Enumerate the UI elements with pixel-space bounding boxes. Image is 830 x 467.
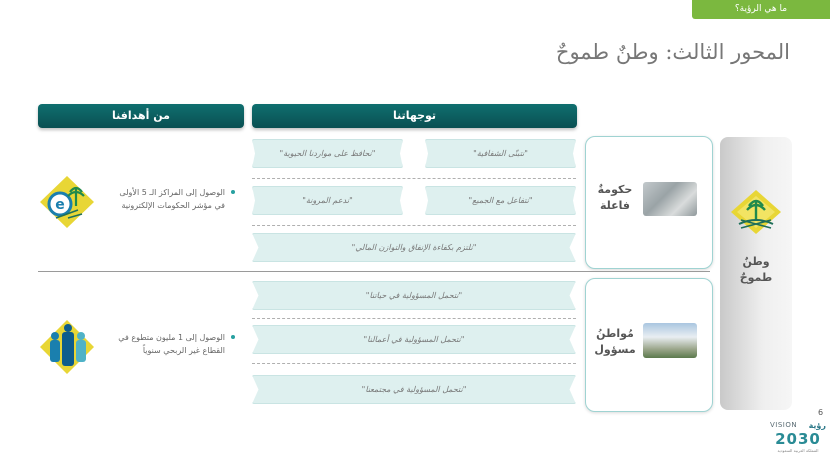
dashed-divider — [252, 318, 576, 319]
logo-vision-text: VISION — [770, 421, 798, 429]
goal-bullet — [231, 335, 235, 339]
direction-pill: "نتفاعل مع الجميع" — [425, 186, 576, 215]
saudi-emblem-icon — [727, 186, 785, 238]
svg-text:e: e — [55, 197, 65, 213]
dashed-divider — [252, 178, 576, 179]
logo-year: 2030 — [775, 430, 821, 448]
e-government-icon: e — [38, 174, 96, 230]
goal-bullet — [231, 190, 235, 194]
responsible-citizen-label: مُواطنُ مسؤول — [592, 326, 638, 358]
pillar-label-line1: وطنٌ — [742, 255, 770, 268]
directions-header: توجهاتنا — [252, 104, 577, 128]
goal-text: الوصول إلى 1 مليون متطوع في القطاع غير ا… — [118, 333, 225, 355]
direction-pill: "نحافظ على مواردنا الحيوية" — [252, 139, 403, 168]
card-label-line1: حكومةٌ — [597, 183, 633, 196]
volunteers-icon — [38, 318, 96, 376]
city-photo — [643, 182, 697, 216]
direction-pill: "نتحمل المسؤولية في مجتمعنا" — [252, 375, 576, 404]
logo-arabic-text: رؤية — [808, 420, 826, 430]
page-title: المحور الثالث: وطنٌ طموحٌ — [555, 40, 790, 64]
dashed-divider — [252, 225, 576, 226]
logo-subtitle: المملكة العربية السعودية — [777, 448, 819, 453]
vision-2030-logo: VISION رؤية 2030 المملكة العربية السعودي… — [770, 420, 826, 464]
direction-pill: "نتبنّى الشفافية" — [425, 139, 576, 168]
mosque-photo — [643, 323, 697, 358]
card-label-line1: مُواطنُ — [596, 327, 634, 340]
direction-pill: "ندعم المرونة" — [252, 186, 403, 215]
direction-pill: "نلتزم بكفاءة الإنفاق والتوازن المالي" — [252, 233, 576, 262]
page-number: 6 — [818, 408, 824, 417]
pillar-label: وطنٌ طموحٌ — [727, 254, 785, 286]
card-label-line2: مسؤول — [594, 343, 636, 356]
dashed-divider — [252, 363, 576, 364]
goal-text: الوصول إلى المراكز الـ 5 الأولى في مؤشر … — [119, 188, 225, 210]
pillar-label-line2: طموحٌ — [739, 271, 773, 284]
direction-pill: "نتحمل المسؤولية في أعمالنا" — [252, 325, 576, 354]
goals-header: من أهدافنا — [38, 104, 244, 128]
effective-government-label: حكومةٌ فاعلة — [592, 182, 638, 214]
section-separator — [38, 271, 710, 272]
pillar-column — [720, 137, 792, 410]
direction-pill: "نتحمل المسؤولية في حياتنا" — [252, 281, 576, 310]
vision-nav-tab[interactable]: ما هي الرؤية؟ — [692, 0, 830, 19]
card-label-line2: فاعلة — [599, 199, 630, 212]
